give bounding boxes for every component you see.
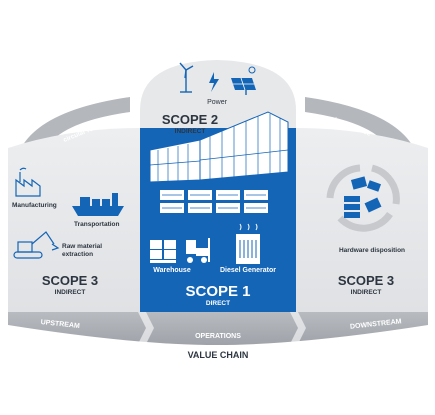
upstream-label: UPSTREAM: [40, 319, 80, 330]
value-chain-band: [8, 312, 428, 345]
hardware-disposition-icon: [344, 176, 382, 218]
hardware-label: Hardware disposition: [339, 247, 405, 254]
transportation-label: Transportation: [74, 221, 120, 228]
scope3-left-subtitle: INDIRECT: [55, 289, 86, 296]
scope3-right-panel: [296, 128, 428, 312]
raw-material-label-line1: Raw material: [62, 243, 102, 250]
upstream-chevron: [138, 312, 154, 344]
wind-turbine-icon: [179, 62, 194, 93]
scope3-right-title: SCOPE 3: [338, 273, 394, 288]
lightning-icon: [209, 72, 219, 92]
generator-label: Diesel Generator: [220, 267, 276, 274]
data-center-building-icon: [149, 111, 289, 183]
diesel-generator-icon: [236, 223, 260, 264]
scope2-subtitle: INDIRECT: [175, 128, 206, 135]
scope3-left-title: SCOPE 3: [42, 273, 98, 288]
warehouse-label: Warehouse: [153, 267, 191, 274]
excavator-icon: [13, 231, 60, 259]
manufacturing-label: Manufacturing: [12, 202, 57, 209]
scope3-right-subtitle: INDIRECT: [351, 289, 382, 296]
operations-label: OPERATIONS: [195, 333, 241, 340]
circular-reuse-ring: [20, 97, 130, 150]
scope2-title: SCOPE 2: [162, 112, 218, 127]
solar-panel-icon: [231, 66, 256, 95]
scope3-left-panel: [8, 128, 140, 312]
circular-reuse-ring-right: [305, 97, 415, 150]
warehouse-icon: [150, 238, 210, 263]
scope1-subtitle: DIRECT: [206, 300, 230, 307]
factory-icon: [15, 167, 41, 197]
raw-material-label-line2: extraction: [62, 251, 93, 258]
power-label: Power: [207, 99, 228, 106]
value-chain-title: VALUE CHAIN: [188, 350, 249, 360]
recycle-cycle-icon: [326, 164, 400, 232]
downstream-chevron: [290, 312, 306, 344]
scope1-title: SCOPE 1: [185, 283, 250, 300]
server-racks-icon: [160, 190, 268, 213]
ship-icon: [72, 193, 124, 216]
